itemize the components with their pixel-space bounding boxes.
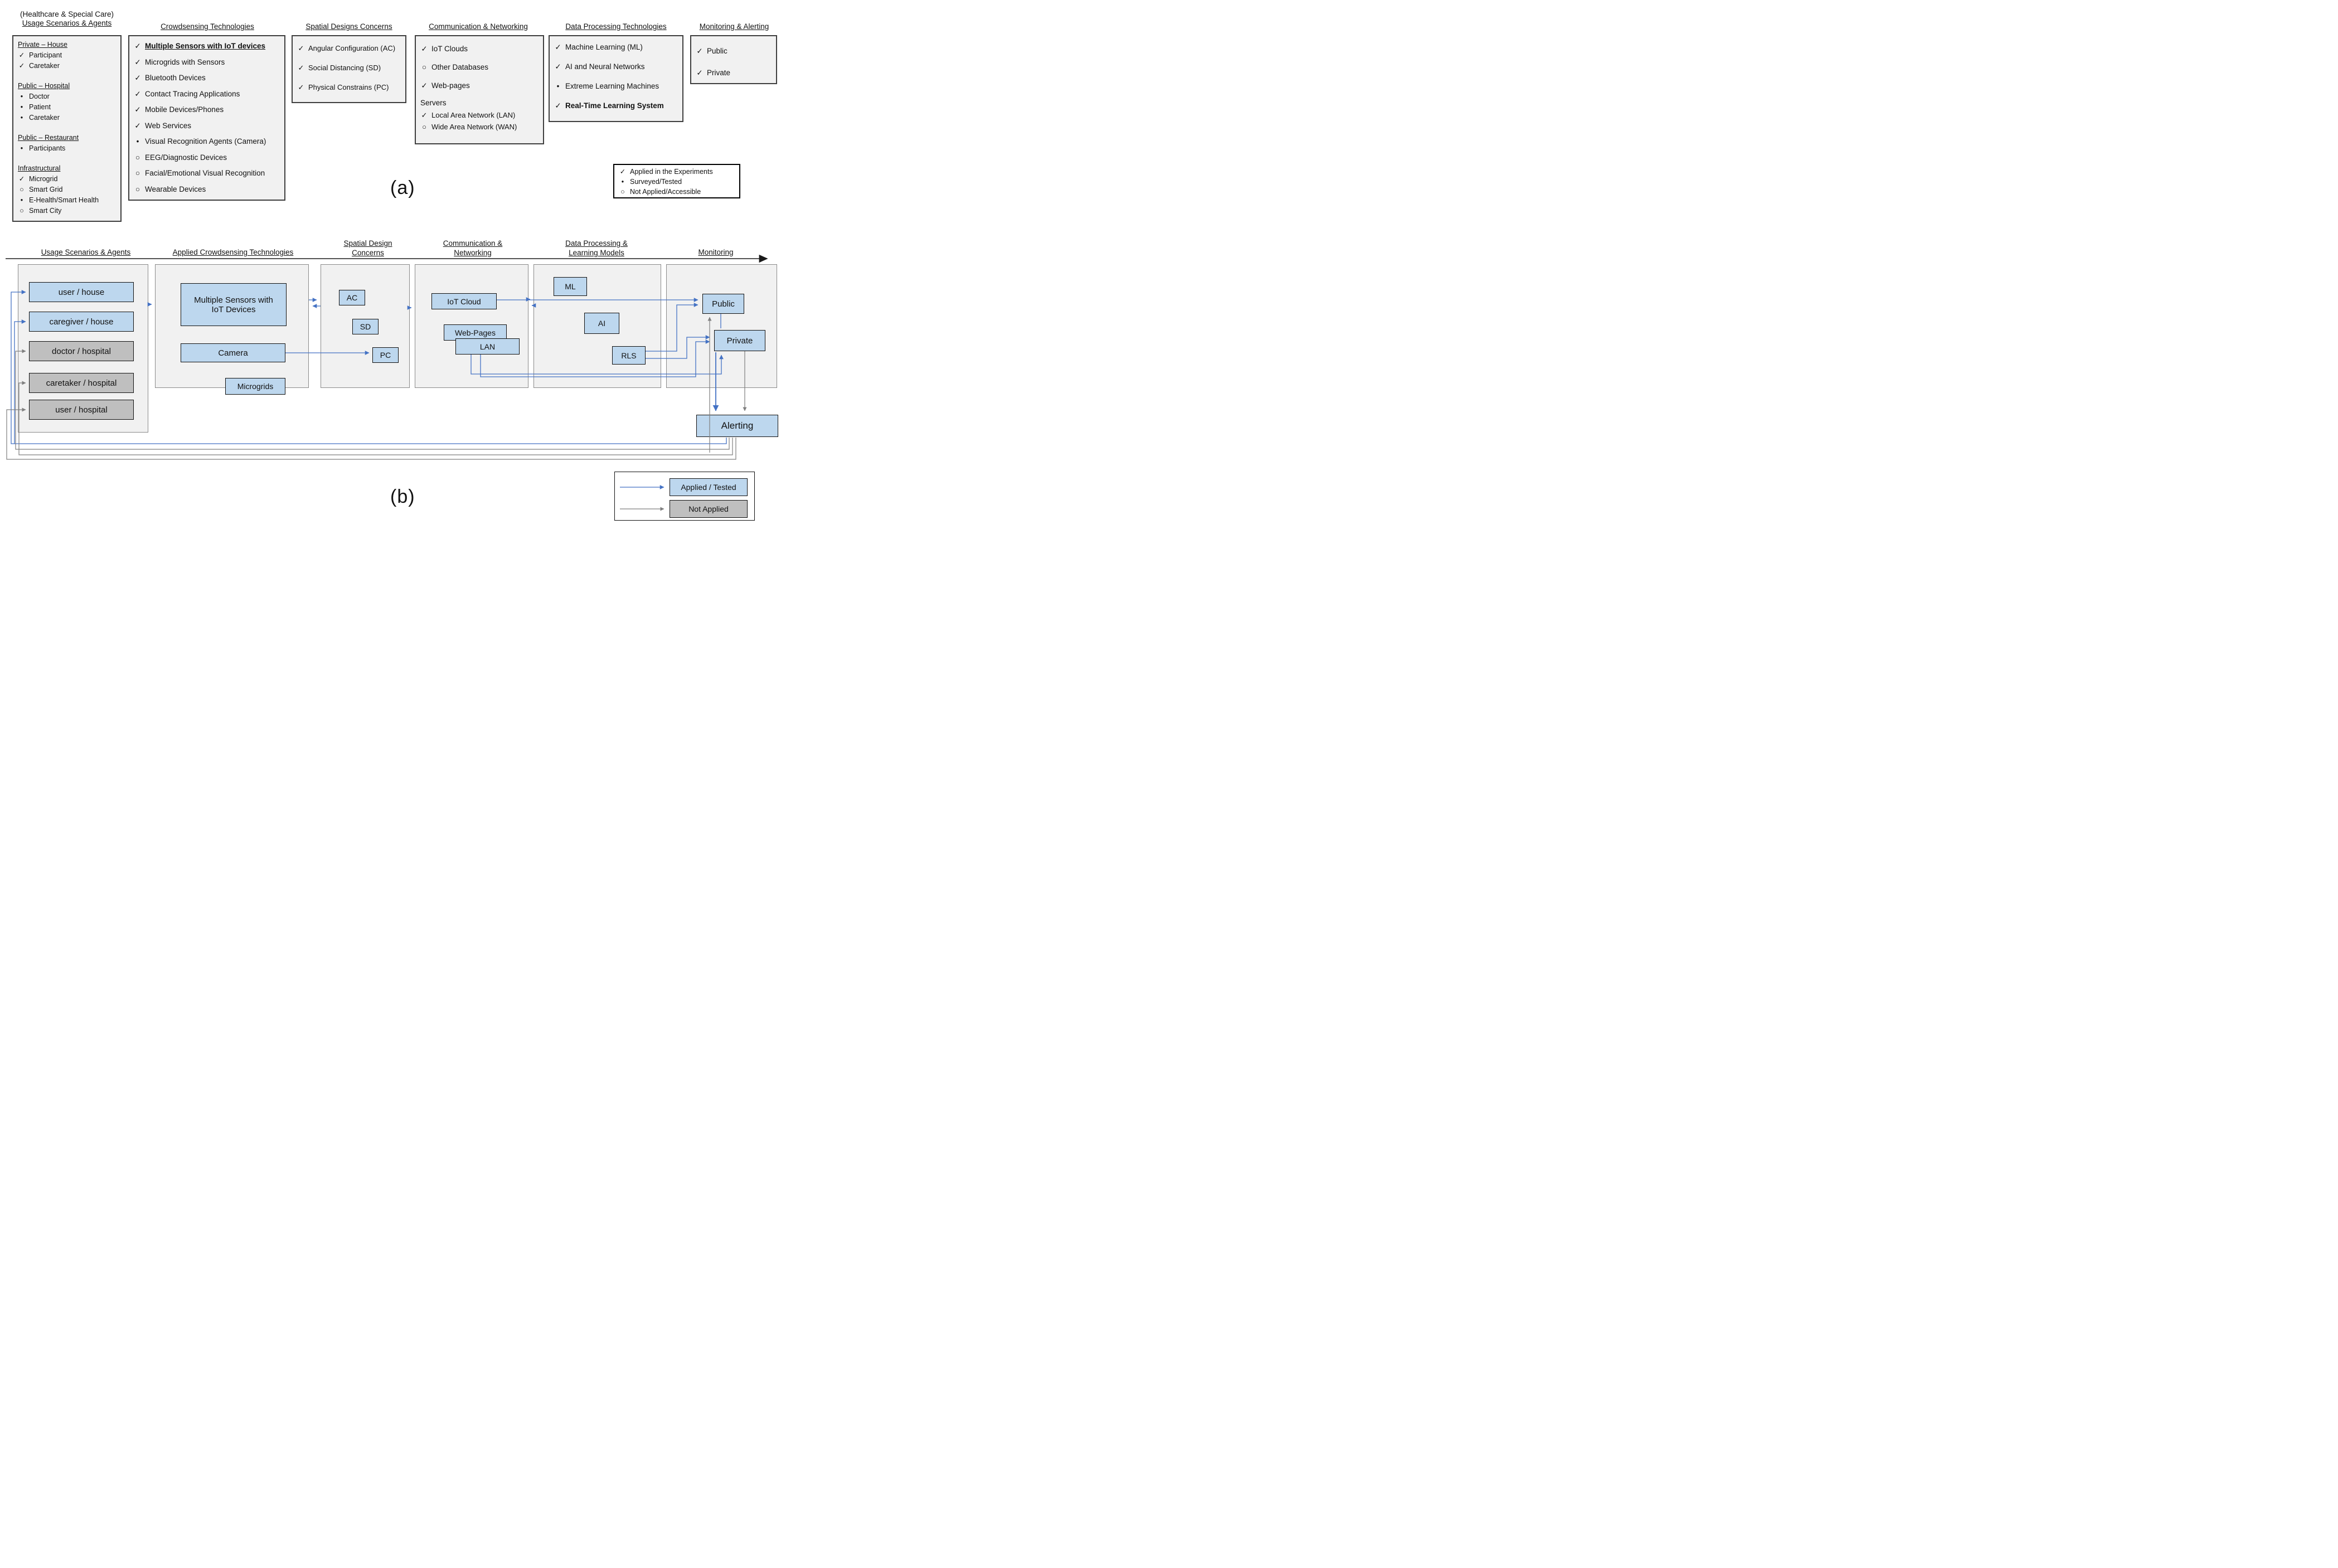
column-header-usage: (Healthcare & Special Care) Usage Scenar… xyxy=(6,10,128,28)
list-item: ✓Contact Tracing Applications xyxy=(134,89,240,98)
list-item: ○EEG/Diagnostic Devices xyxy=(135,153,227,162)
list-item: •Doctor xyxy=(20,93,50,100)
column-header-spatial: Spatial Designs Concerns xyxy=(305,22,392,31)
list-item: •Extreme Learning Machines xyxy=(556,82,659,90)
node-caretaker-hospital: caretaker / hospital xyxy=(29,373,134,393)
list-item: •E-Health/Smart Health xyxy=(20,196,99,204)
list-item: ○Other Databases xyxy=(421,63,489,71)
spatial-designs-box: ✓Angular Configuration (AC) ✓Social Dist… xyxy=(292,35,406,103)
flow-header-spatial: Spatial Design Concerns xyxy=(343,239,392,257)
legend-item: ○Not Applied/Accessible xyxy=(620,188,701,196)
column-header-crowdsensing: Crowdsensing Technologies xyxy=(161,22,254,31)
list-item: •Participants xyxy=(20,144,66,152)
list-item: ✓Bluetooth Devices xyxy=(134,74,206,82)
list-item: ✓Physical Constrains (PC) xyxy=(298,83,389,91)
list-item: ✓Multiple Sensors with IoT devices xyxy=(134,42,266,50)
list-item: ✓Local Area Network (LAN) xyxy=(421,111,516,119)
list-item: ✓Microgrids with Sensors xyxy=(134,57,225,66)
flow-header-usage: Usage Scenarios & Agents xyxy=(41,248,131,256)
node-lan: LAN xyxy=(455,338,520,355)
group-heading: Public – Hospital xyxy=(18,82,70,90)
node-sd: SD xyxy=(352,319,379,334)
usage-title: Usage Scenarios & Agents xyxy=(22,19,112,27)
list-item: ○Wearable Devices xyxy=(135,185,206,193)
list-item: •Caretaker xyxy=(20,114,60,122)
node-caregiver-house: caregiver / house xyxy=(29,312,134,332)
list-item: ○Smart City xyxy=(20,207,62,215)
list-item: ○Facial/Emotional Visual Recognition xyxy=(135,169,265,177)
node-camera: Camera xyxy=(181,343,285,362)
legend-markers: ✓Applied in the Experiments •Surveyed/Te… xyxy=(613,164,740,198)
node-private: Private xyxy=(714,330,765,351)
part-b-label: (b) xyxy=(390,486,415,507)
list-item: ✓Angular Configuration (AC) xyxy=(298,44,396,52)
node-user-house: user / house xyxy=(29,282,134,302)
list-item: ✓Social Distancing (SD) xyxy=(298,64,381,72)
flow-header-monitoring: Monitoring xyxy=(698,248,734,256)
healthcare-pretitle: (Healthcare & Special Care) xyxy=(20,10,114,18)
panel-monitoring xyxy=(666,264,777,388)
list-item: ✓Participant xyxy=(18,51,62,59)
node-pc: PC xyxy=(372,347,399,363)
node-multiple-sensors-iot: Multiple Sensors with IoT Devices xyxy=(181,283,287,326)
usage-scenarios-box: Private – House ✓Participant ✓Caretaker … xyxy=(12,35,122,222)
legend-arrows: Applied / Tested Not Applied xyxy=(614,472,755,521)
column-header-communication: Communication & Networking xyxy=(429,22,528,31)
list-item: •Visual Recognition Agents (Camera) xyxy=(136,137,266,145)
node-ai: AI xyxy=(584,313,619,334)
list-item: ✓Microgrid xyxy=(18,175,58,183)
column-header-dataprocessing: Data Processing Technologies xyxy=(565,22,667,31)
list-item: ✓Private xyxy=(696,69,731,77)
crowdsensing-technologies-box: ✓Multiple Sensors with IoT devices ✓Micr… xyxy=(128,35,285,201)
list-item: •Patient xyxy=(20,103,51,111)
figure-page: (Healthcare & Special Care) Usage Scenar… xyxy=(0,0,779,523)
legend-item: ✓Applied in the Experiments xyxy=(619,168,713,176)
group-heading: Private – House xyxy=(18,41,67,48)
communication-networking-box: ✓IoT Clouds ○Other Databases ✓Web-pages … xyxy=(415,35,544,144)
list-item: ✓AI and Neural Networks xyxy=(555,62,645,71)
node-microgrids: Microgrids xyxy=(225,378,285,395)
data-processing-box: ✓Machine Learning (ML) ✓AI and Neural Ne… xyxy=(549,35,683,122)
legend-not-applied-box: Not Applied xyxy=(670,500,748,518)
node-public: Public xyxy=(702,294,744,314)
list-item: ✓Web Services xyxy=(134,121,192,130)
node-doctor-hospital: doctor / hospital xyxy=(29,341,134,361)
flow-header-dataprocessing: Data Processing & Learning Models xyxy=(565,239,628,257)
node-rls: RLS xyxy=(612,346,646,365)
node-alerting: Alerting xyxy=(696,415,778,437)
list-item: ✓Public xyxy=(696,47,727,55)
legend-item: •Surveyed/Tested xyxy=(621,178,682,186)
node-user-hospital: user / hospital xyxy=(29,400,134,420)
group-heading: Public – Restaurant xyxy=(18,134,79,142)
list-item: ✓Real-Time Learning System xyxy=(555,101,664,110)
list-item: ○Smart Grid xyxy=(20,186,63,193)
list-item: ✓Web-pages xyxy=(421,81,470,90)
list-item: ✓Machine Learning (ML) xyxy=(555,43,643,51)
node-ac: AC xyxy=(339,290,365,305)
flow-header-crowdsensing: Applied Crowdsensing Technologies xyxy=(172,248,294,256)
group-heading: Infrastructural xyxy=(18,164,61,172)
list-item: ✓IoT Clouds xyxy=(421,45,468,53)
node-iot-cloud: IoT Cloud xyxy=(431,293,497,309)
list-item: ○Wide Area Network (WAN) xyxy=(422,123,517,131)
flow-header-communication: Communication & Networking xyxy=(443,239,503,257)
servers-subheading: Servers xyxy=(420,99,447,107)
node-ml: ML xyxy=(554,277,587,296)
monitoring-alerting-box: ✓Public ✓Private xyxy=(690,35,777,84)
list-item: ✓Caretaker xyxy=(18,62,60,70)
legend-applied-box: Applied / Tested xyxy=(670,478,748,496)
column-header-monitoring-alerting: Monitoring & Alerting xyxy=(699,22,769,31)
list-item: ✓Mobile Devices/Phones xyxy=(134,105,224,114)
part-a-label: (a) xyxy=(390,177,415,198)
